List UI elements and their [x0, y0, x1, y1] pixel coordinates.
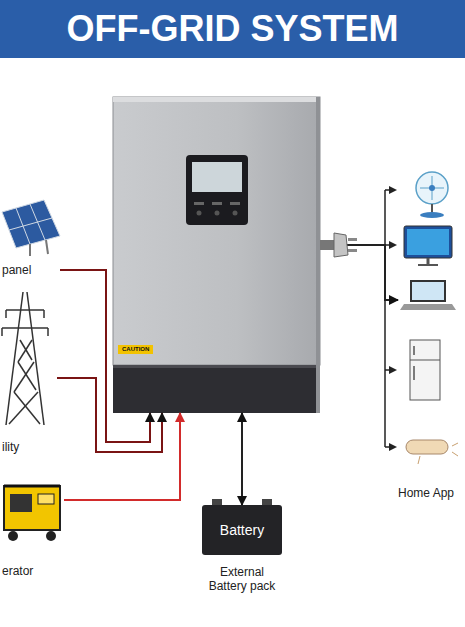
fridge-icon	[413, 346, 415, 355]
utility-tower-icon	[1, 328, 3, 336]
generator-icon	[46, 531, 56, 541]
lamp-icon	[406, 440, 448, 454]
inverter-display	[186, 155, 248, 225]
utility-tower-icon	[2, 327, 48, 329]
connector-wire	[57, 378, 162, 452]
solar-panel-icon	[46, 240, 48, 254]
fridge-icon	[413, 366, 415, 380]
utility-tower-icon	[9, 392, 38, 424]
inverter-display	[215, 211, 220, 216]
generator-icon	[4, 486, 60, 530]
inverter-housing	[316, 97, 320, 413]
inverter-display	[192, 162, 242, 192]
power-plug	[334, 233, 348, 257]
monitor-icon	[404, 226, 452, 258]
power-plug	[348, 249, 357, 252]
monitor-icon	[404, 226, 452, 265]
laptop-icon	[412, 282, 444, 300]
inverter-node: CAUTION	[113, 97, 320, 413]
generator-icon	[38, 494, 54, 504]
generator-icon	[8, 531, 18, 541]
lamp-icon	[452, 452, 458, 456]
fridge-icon	[410, 340, 440, 400]
appliance-bus	[389, 366, 397, 374]
lamp-icon	[406, 440, 458, 464]
solar-panel-icon	[9, 218, 52, 230]
laptop-icon	[410, 280, 446, 302]
utility-tower-icon	[2, 292, 48, 425]
generator-icon	[4, 486, 60, 541]
caution-label: CAUTION	[118, 345, 153, 354]
solar-panel-icon	[29, 244, 31, 256]
inverter-display	[212, 202, 222, 205]
battery-caption: External Battery pack	[187, 565, 297, 594]
appliance-bus	[385, 186, 397, 451]
connector-wire	[241, 413, 243, 505]
fridge-icon	[410, 340, 440, 400]
utility-tower-icon	[5, 310, 7, 318]
power-plug	[348, 238, 357, 241]
node-label: ility	[2, 440, 19, 454]
connector-wire	[320, 245, 398, 300]
utility-node: ility	[2, 288, 57, 454]
fan-icon	[429, 185, 435, 191]
laptop-icon	[400, 280, 456, 310]
solar-panel-icon	[30, 204, 45, 240]
inverter-display	[233, 211, 238, 216]
inverter-housing	[113, 97, 320, 413]
fan-icon	[416, 172, 448, 204]
inverter-display	[194, 202, 204, 205]
utility-tower-icon	[14, 362, 34, 392]
inverter-housing	[113, 97, 320, 365]
appliance-bus	[389, 186, 397, 194]
monitor-icon	[418, 264, 438, 266]
appliance-bus	[389, 443, 397, 451]
solar-panel-icon	[2, 200, 60, 248]
solar-panel-icon	[2, 200, 60, 256]
monitor-icon	[427, 258, 430, 264]
fan-icon	[420, 212, 444, 218]
generator-node: erator	[2, 478, 64, 578]
battery-label: Battery	[220, 522, 264, 539]
connector-wire	[60, 270, 150, 442]
monitor-icon	[407, 229, 449, 255]
inverter-housing	[113, 365, 320, 368]
solar-panel-node: panel	[2, 195, 60, 277]
generator-icon	[10, 494, 32, 512]
inverter-housing	[113, 365, 320, 413]
fridge-icon	[410, 360, 440, 361]
diagram-title: OFF-GRID SYSTEM	[0, 0, 465, 58]
appliances-node: Home App	[398, 160, 462, 500]
utility-tower-icon	[27, 292, 44, 425]
fan-icon	[416, 172, 448, 218]
connector-wire	[64, 413, 180, 500]
node-label: panel	[2, 263, 31, 277]
utility-tower-icon	[18, 362, 36, 390]
node-label: Home App	[398, 486, 454, 500]
lamp-icon	[452, 443, 458, 446]
solar-panel-icon	[16, 208, 30, 244]
inverter-housing	[113, 97, 320, 102]
appliance-bus	[389, 241, 397, 249]
appliance-bus	[384, 190, 386, 447]
power-plug	[320, 240, 335, 250]
lamp-icon	[418, 456, 420, 464]
inverter-display	[186, 155, 248, 225]
fan-icon	[431, 204, 433, 213]
utility-tower-icon	[6, 309, 44, 311]
power-plug	[320, 233, 357, 257]
utility-tower-icon	[18, 340, 32, 362]
inverter-display	[230, 202, 240, 205]
node-label: erator	[2, 564, 33, 578]
inverter-display	[197, 211, 202, 216]
title-bar: OFF-GRID SYSTEM	[0, 0, 465, 58]
generator-icon	[4, 485, 60, 488]
utility-tower-icon	[14, 392, 40, 424]
battery-box: BatteryExternal Battery pack	[202, 505, 282, 555]
utility-tower-icon	[47, 328, 49, 336]
laptop-icon	[400, 304, 456, 310]
utility-tower-icon	[43, 310, 45, 318]
